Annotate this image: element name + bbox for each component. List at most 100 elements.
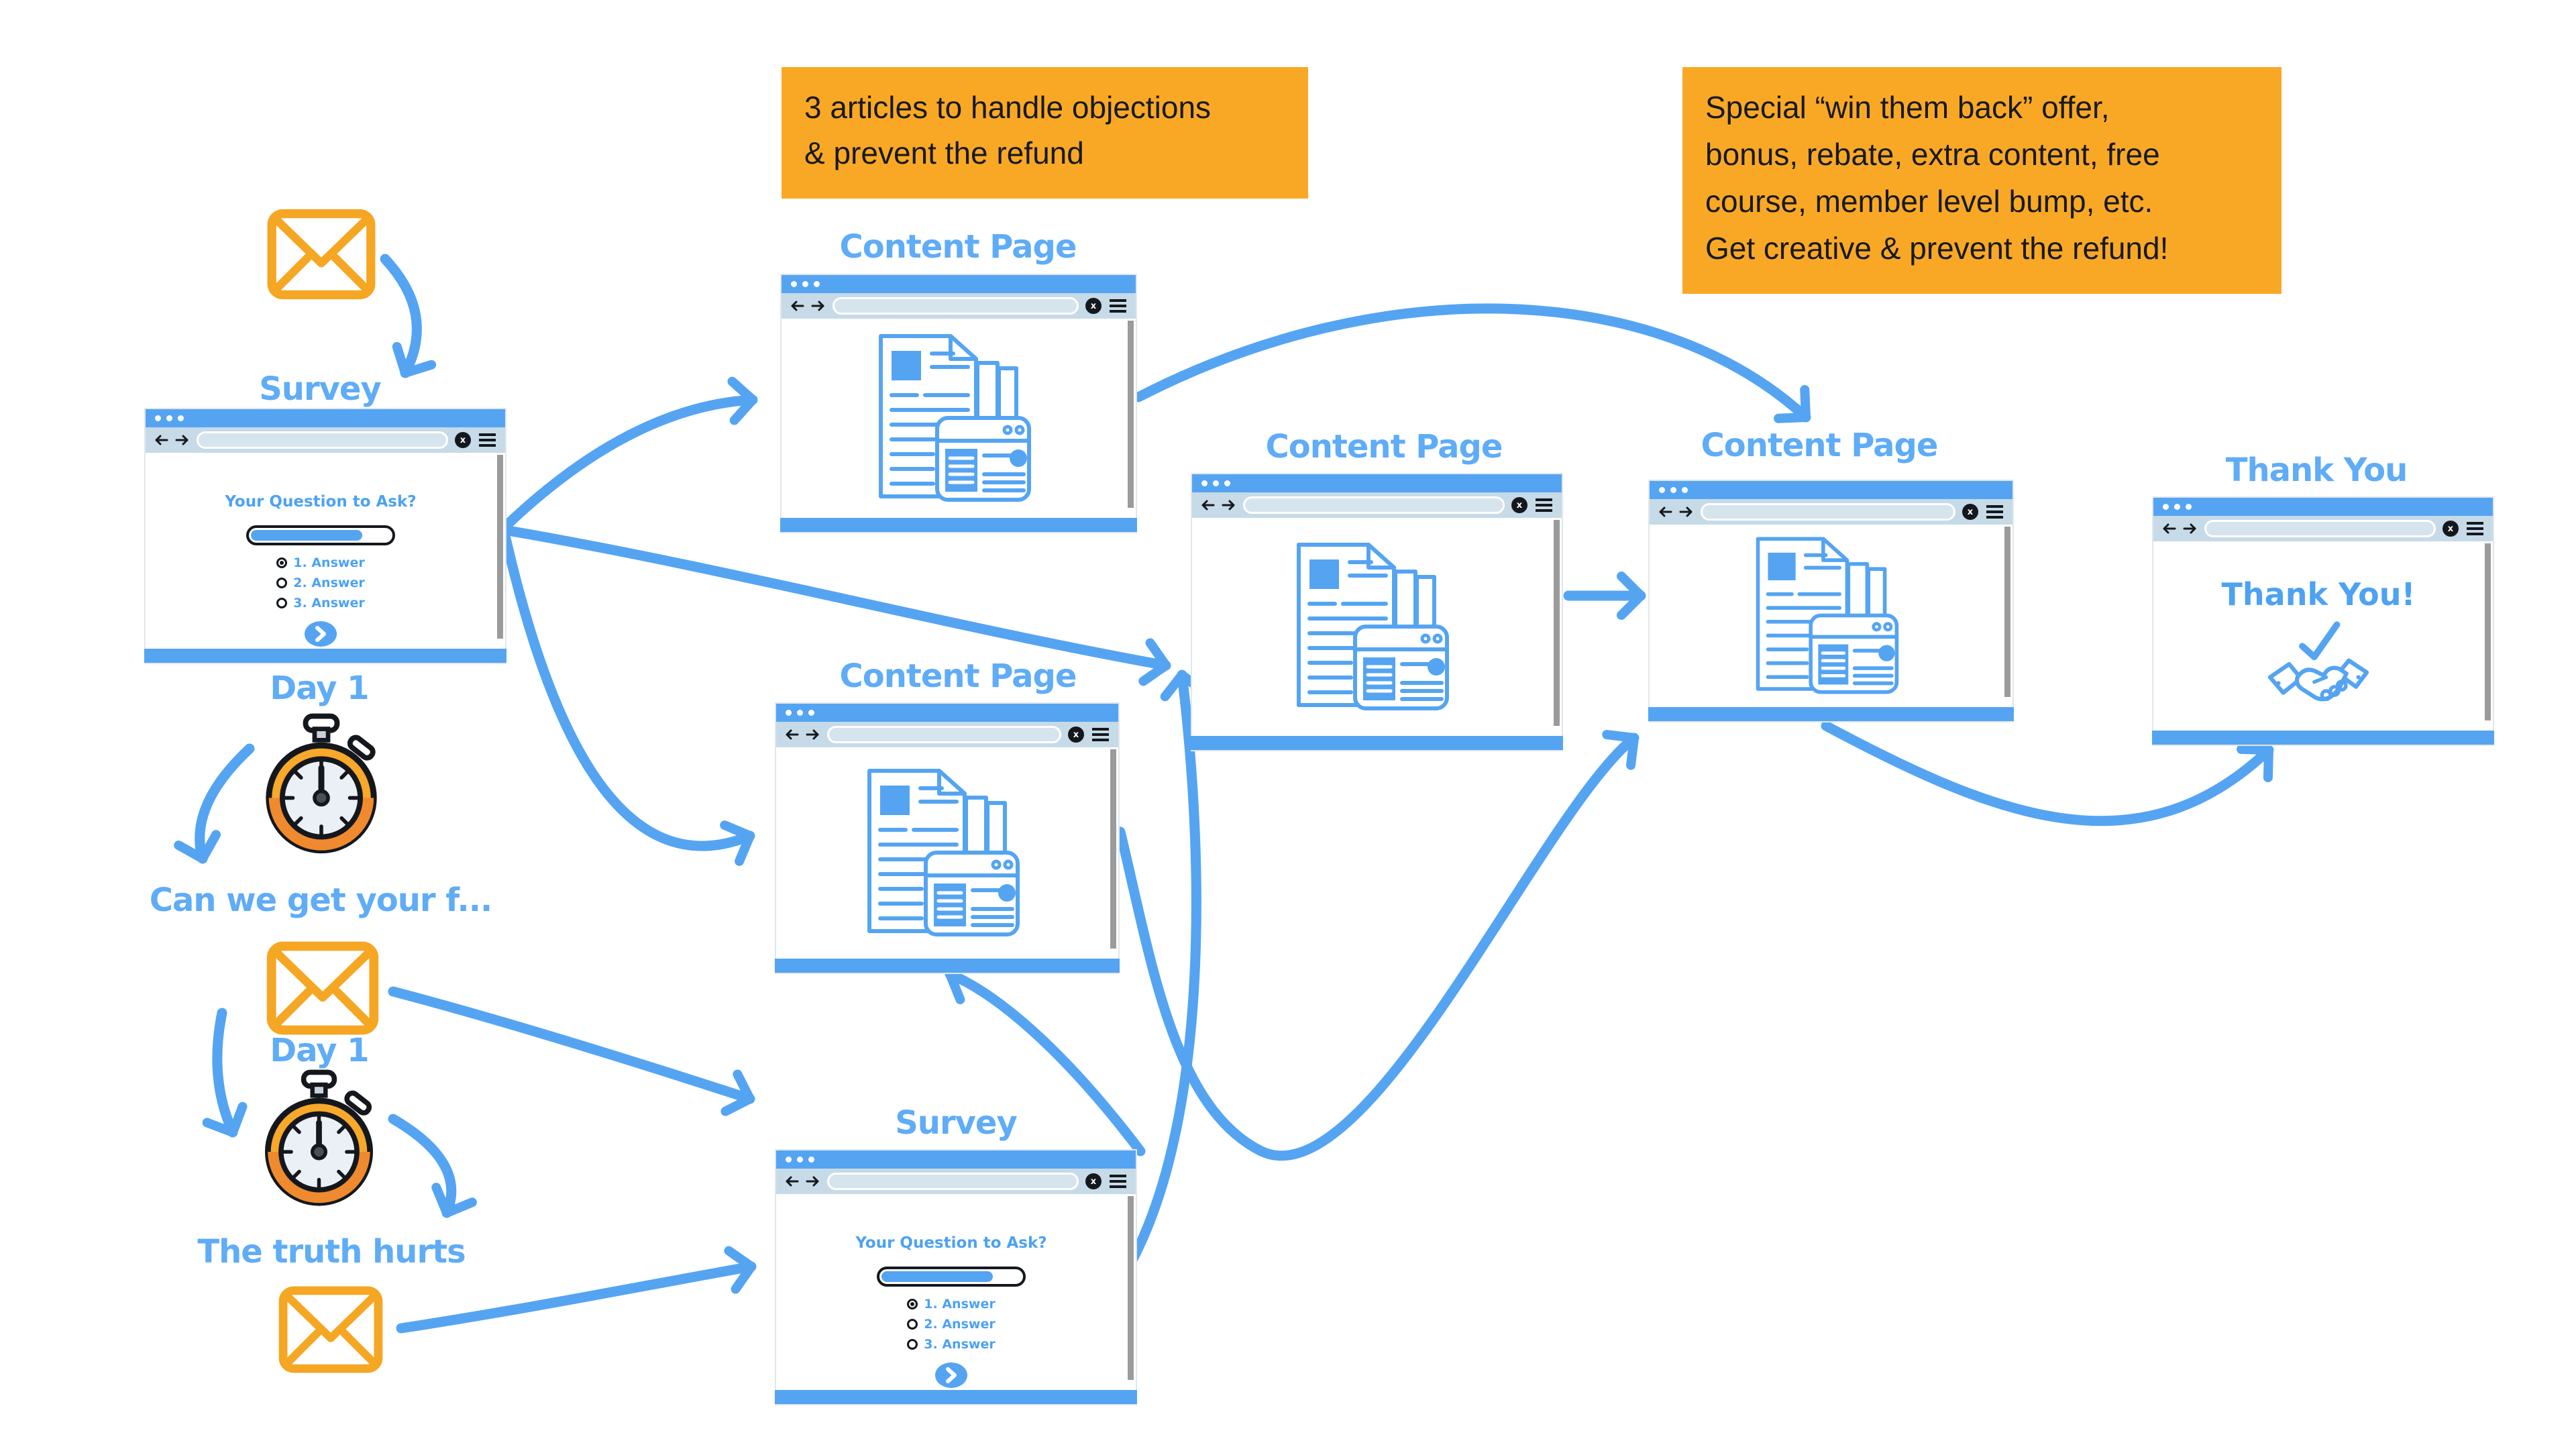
radio-icon[interactable]: [276, 597, 288, 608]
back-arrow-icon[interactable]: [784, 1175, 799, 1187]
answer-option[interactable]: 2. Answer: [907, 1316, 996, 1332]
address-bar[interactable]: [2204, 520, 2436, 537]
back-arrow-icon[interactable]: [2161, 523, 2176, 535]
chevron-right-icon: [946, 1366, 957, 1383]
close-icon[interactable]: x: [1511, 497, 1527, 513]
back-arrow-icon[interactable]: [784, 729, 799, 741]
address-bar[interactable]: [197, 431, 448, 449]
close-icon[interactable]: x: [1085, 1173, 1102, 1189]
content-page-body: [777, 747, 1108, 957]
back-arrow-icon[interactable]: [154, 434, 168, 446]
timer-node-1: [258, 712, 385, 868]
arrow-email1-to-survey: [380, 254, 437, 378]
content-window-left: x: [775, 702, 1120, 974]
arrow-content-left-to-content-right: [1115, 730, 1640, 1161]
content-window-top: x: [780, 274, 1137, 533]
close-glyph: x: [1967, 506, 1974, 517]
day1-first-label: Day 1: [270, 669, 369, 707]
radio-selected-icon[interactable]: [276, 557, 288, 568]
window-dot: [797, 710, 803, 716]
forward-arrow-icon[interactable]: [806, 1175, 820, 1187]
radio-selected-icon[interactable]: [907, 1298, 918, 1309]
close-icon[interactable]: x: [1068, 727, 1084, 743]
next-button[interactable]: [305, 621, 337, 647]
window-toolbar: x: [782, 293, 1136, 319]
radio-icon[interactable]: [907, 1318, 918, 1330]
window-titlebar: [1192, 474, 1562, 492]
window-bottom-strip: [775, 1390, 1137, 1404]
hamburger-menu-icon[interactable]: [1110, 305, 1126, 307]
answer-option[interactable]: 3. Answer: [276, 596, 365, 610]
window-dot: [1224, 480, 1230, 486]
window-dot: [166, 415, 172, 421]
scrollbar[interactable]: [2004, 527, 2010, 697]
answer-option[interactable]: 3. Answer: [907, 1337, 996, 1352]
thank-you-window: x Thank You!: [2152, 496, 2494, 746]
address-bar[interactable]: [833, 297, 1079, 315]
forward-arrow-icon[interactable]: [175, 434, 190, 446]
scrollbar[interactable]: [1110, 749, 1116, 949]
content-page-top-label: Content Page: [839, 228, 1077, 266]
arrow-survey-to-content-mid: [499, 525, 1171, 686]
hamburger-menu-icon[interactable]: [1536, 504, 1552, 506]
answer-label: 2. Answer: [924, 1316, 996, 1332]
survey-bottom-label: Survey: [895, 1104, 1018, 1142]
note-objections: 3 articles to handle objections & preven…: [782, 67, 1308, 199]
close-icon[interactable]: x: [1962, 504, 1978, 520]
address-bar[interactable]: [1243, 496, 1505, 514]
window-dot: [808, 710, 814, 716]
thank-you-heading: Thank You!: [2221, 576, 2416, 612]
radio-icon[interactable]: [276, 577, 288, 588]
arrow-survey2-to-content-left: [945, 959, 1146, 1157]
close-icon[interactable]: x: [455, 432, 471, 448]
scrollbar[interactable]: [1554, 520, 1560, 726]
answer-option[interactable]: 2. Answer: [276, 576, 365, 590]
window-toolbar: x: [776, 1169, 1136, 1194]
forward-arrow-icon[interactable]: [806, 729, 820, 741]
arrow-survey-to-content-left: [499, 527, 755, 866]
forward-arrow-icon[interactable]: [1679, 506, 1694, 518]
window-dot: [808, 1157, 814, 1163]
address-bar[interactable]: [827, 1173, 1079, 1190]
scrollbar[interactable]: [497, 455, 503, 639]
forward-arrow-icon[interactable]: [1222, 499, 1236, 511]
close-icon[interactable]: x: [2443, 521, 2459, 537]
arrow-content-right-to-thankyou: [1821, 720, 2274, 826]
email-node-2: [258, 941, 387, 1038]
back-arrow-icon[interactable]: [1200, 499, 1215, 511]
window-dot: [1659, 487, 1665, 493]
survey-window-bottom: x Your Question to Ask? 1. Answer 2. Ans…: [775, 1149, 1137, 1405]
window-toolbar: x: [1192, 492, 1562, 518]
window-toolbar: x: [146, 427, 505, 453]
hamburger-menu-icon[interactable]: [2467, 527, 2483, 530]
hamburger-menu-icon[interactable]: [1092, 733, 1109, 736]
content-page-mid-label: Content Page: [1265, 428, 1503, 466]
hamburger-menu-icon[interactable]: [1110, 1180, 1126, 1183]
feedback-email-label: Can we get your f...: [149, 881, 492, 919]
back-arrow-icon[interactable]: [790, 300, 804, 312]
scrollbar[interactable]: [1128, 321, 1134, 508]
next-button[interactable]: [935, 1362, 967, 1388]
close-glyph: x: [460, 435, 466, 445]
scrollbar[interactable]: [1128, 1196, 1134, 1380]
window-dot: [178, 415, 184, 421]
window-dot: [791, 281, 797, 287]
address-bar[interactable]: [827, 726, 1061, 743]
hamburger-menu-icon[interactable]: [479, 439, 496, 441]
address-bar[interactable]: [1701, 503, 1955, 521]
hamburger-menu-icon[interactable]: [1986, 511, 2003, 513]
window-dot: [1201, 480, 1208, 486]
answer-option[interactable]: 1. Answer: [907, 1297, 996, 1311]
window-toolbar: x: [776, 722, 1118, 747]
forward-arrow-icon[interactable]: [2183, 523, 2198, 535]
radio-icon[interactable]: [907, 1338, 918, 1350]
scrollbar[interactable]: [2485, 543, 2491, 720]
close-icon[interactable]: x: [1085, 298, 1102, 314]
day1-second-label: Day 1: [270, 1032, 369, 1069]
window-dot: [2163, 504, 2169, 510]
progress-fill: [251, 530, 363, 541]
answer-option[interactable]: 1. Answer: [276, 555, 365, 570]
back-arrow-icon[interactable]: [1658, 506, 1672, 518]
forward-arrow-icon[interactable]: [811, 300, 826, 312]
